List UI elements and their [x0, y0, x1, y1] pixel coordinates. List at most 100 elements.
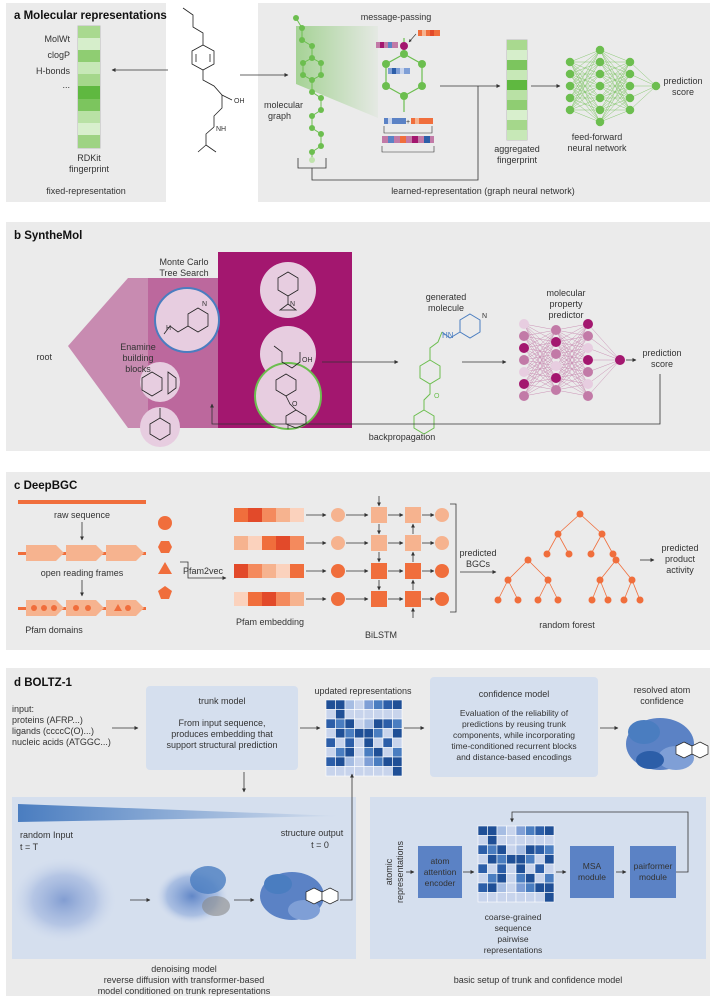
tree-node — [576, 510, 584, 518]
tree-node — [628, 576, 636, 584]
lstm-backward-cell — [405, 591, 421, 607]
nn-node — [583, 343, 593, 353]
nn-node — [519, 379, 529, 389]
aggregated-fingerprint-bar — [506, 39, 528, 141]
input-proteins: proteins (AFRP...) — [12, 715, 83, 725]
atom-n-b1: N — [202, 301, 207, 308]
molecular-graph-label-1: molecular — [264, 100, 303, 110]
grid-cell — [525, 882, 536, 893]
panel-d-title: d BOLTZ-1 — [14, 677, 73, 689]
output-node — [435, 592, 449, 606]
grid-cell — [392, 728, 403, 739]
block-molecule-glyphs — [141, 271, 307, 441]
enamine-label-1: Enamine — [120, 342, 156, 352]
grid-cell — [496, 854, 507, 865]
trunk-title: trunk model — [198, 696, 245, 706]
pairwise-label-2: representations — [484, 945, 543, 955]
basic-setup-label: basic setup of trunk and confidence mode… — [454, 975, 623, 985]
nn-edge — [569, 61, 601, 111]
rdkit-label-2: fingerprint — [69, 164, 110, 174]
message-passing-fan — [296, 26, 378, 118]
nn-edge — [569, 49, 601, 111]
nn-edge — [599, 49, 631, 63]
tree-node — [598, 530, 606, 538]
nn-edge — [629, 61, 657, 87]
nn-edge — [569, 49, 601, 75]
grid-cell — [525, 835, 536, 846]
tree-edge — [537, 579, 549, 601]
nn-edge — [555, 323, 589, 379]
grid-cell — [382, 766, 393, 777]
grid-cell — [354, 718, 365, 729]
random-input-label: random Input — [20, 830, 74, 840]
confidence-model-box — [430, 677, 598, 777]
tree-edge — [547, 579, 559, 601]
confidence-title: confidence model — [479, 689, 550, 699]
grid-cell — [534, 854, 545, 865]
grid-cell — [335, 728, 346, 739]
grid-cell — [392, 718, 403, 729]
grid-cell — [363, 766, 374, 777]
nn-edge — [555, 359, 589, 391]
updated-representations-label: updated representations — [314, 686, 412, 696]
pfam-embedding-rows — [234, 508, 327, 606]
nn-node — [551, 373, 561, 383]
property-label-1: molecular — [546, 288, 585, 298]
grid-cell — [544, 844, 555, 855]
trunk-model-box — [146, 686, 298, 770]
tree-leaf — [565, 550, 573, 558]
grid-cell — [373, 756, 384, 767]
grid-cell — [487, 835, 498, 846]
tree-leaf — [534, 596, 542, 604]
grid-cell — [496, 844, 507, 855]
pairformer-module-box — [630, 846, 676, 898]
raw-sequence-bar — [18, 500, 146, 504]
nn-edge — [599, 61, 631, 111]
nn-node — [551, 337, 561, 347]
mcts-label-1: Monte Carlo — [159, 257, 208, 267]
atom-n-b2: N — [290, 301, 295, 308]
nn-edge — [569, 109, 601, 123]
embedding-cell — [248, 536, 262, 550]
message-passing-detail: + — [376, 30, 440, 153]
input-nucleic-acids: nucleic acids (ATGGC...) — [12, 737, 111, 747]
grid-cell — [525, 844, 536, 855]
nn-edge — [523, 365, 557, 397]
nn-edge — [599, 97, 631, 123]
enamine-label-3: blocks — [125, 364, 151, 374]
grid-cell — [392, 709, 403, 720]
tree-edge — [527, 559, 549, 581]
nn-node — [595, 57, 605, 67]
nn-edge — [523, 377, 557, 397]
grid-cell — [325, 718, 336, 729]
nn-node — [565, 81, 575, 91]
tree-edge — [557, 533, 570, 555]
tree-node — [524, 556, 532, 564]
nn-edge — [599, 61, 631, 75]
grid-cell — [373, 737, 384, 748]
nn-node — [583, 355, 593, 365]
feed-forward-network — [565, 45, 661, 127]
activity-label-2: product — [665, 554, 696, 564]
grid-cell — [373, 709, 384, 720]
grid-cell — [363, 747, 374, 758]
generated-label-1: generated — [426, 292, 467, 302]
grid-cell — [487, 854, 498, 865]
msa-module-box — [570, 846, 614, 898]
msa-label-2: module — [578, 872, 606, 882]
nn-node — [551, 361, 561, 371]
grid-cell — [525, 873, 536, 884]
denoising-body-1: reverse diffusion with transformer-based — [104, 975, 264, 985]
atomic-rep-label-1: atomic — [384, 858, 394, 885]
embedding-cell — [290, 564, 304, 578]
predicted-bgcs-label-2: BGCs — [466, 559, 491, 569]
nn-node — [565, 69, 575, 79]
grid-cell — [354, 737, 365, 748]
nn-edge — [569, 97, 601, 111]
aggregated-label-2: fingerprint — [497, 155, 538, 165]
embedding-cell — [290, 592, 304, 606]
nn-edge — [555, 335, 589, 391]
candidate-block-1 — [260, 262, 316, 318]
nn-node — [595, 105, 605, 115]
